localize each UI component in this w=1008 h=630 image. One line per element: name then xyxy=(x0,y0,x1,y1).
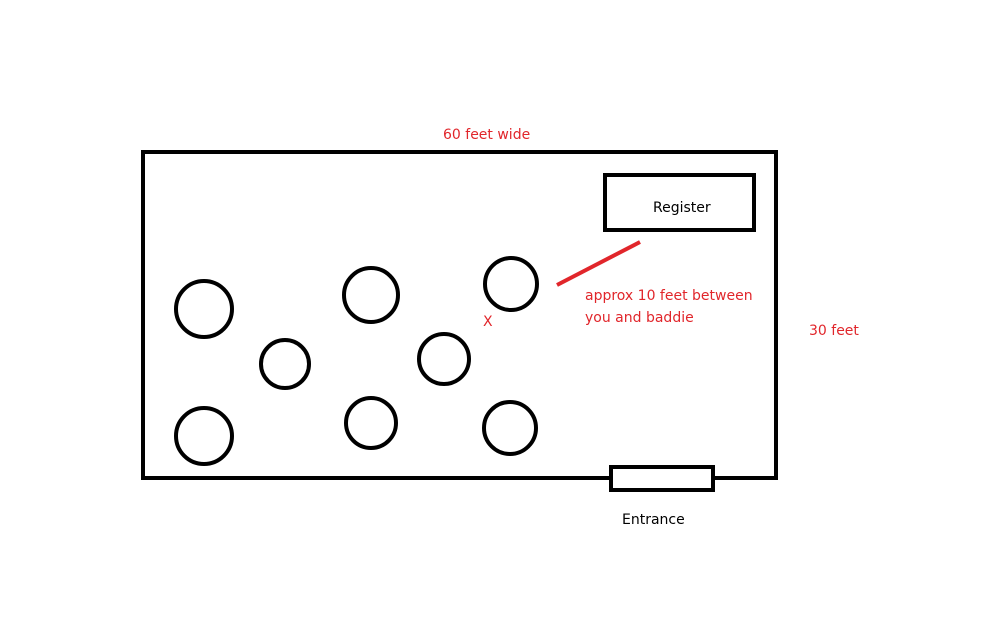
table-circle xyxy=(342,266,400,324)
distance-line xyxy=(556,240,641,287)
table-circle xyxy=(417,332,471,386)
entrance-label: Entrance xyxy=(622,512,685,528)
room-outline xyxy=(141,150,778,480)
height-label: 30 feet xyxy=(809,323,859,339)
table-circle xyxy=(483,256,539,312)
table-circle xyxy=(259,338,311,390)
entrance-door xyxy=(609,465,715,492)
table-circle xyxy=(344,396,398,450)
table-circle xyxy=(174,279,234,339)
width-label: 60 feet wide xyxy=(443,127,531,143)
table-circle xyxy=(174,406,234,466)
table-circle xyxy=(482,400,538,456)
register-box xyxy=(603,173,756,232)
distance-label-line1: approx 10 feet between xyxy=(585,288,753,304)
distance-label-line2: you and baddie xyxy=(585,310,694,326)
position-marker: X xyxy=(483,314,493,330)
register-label: Register xyxy=(653,200,711,216)
